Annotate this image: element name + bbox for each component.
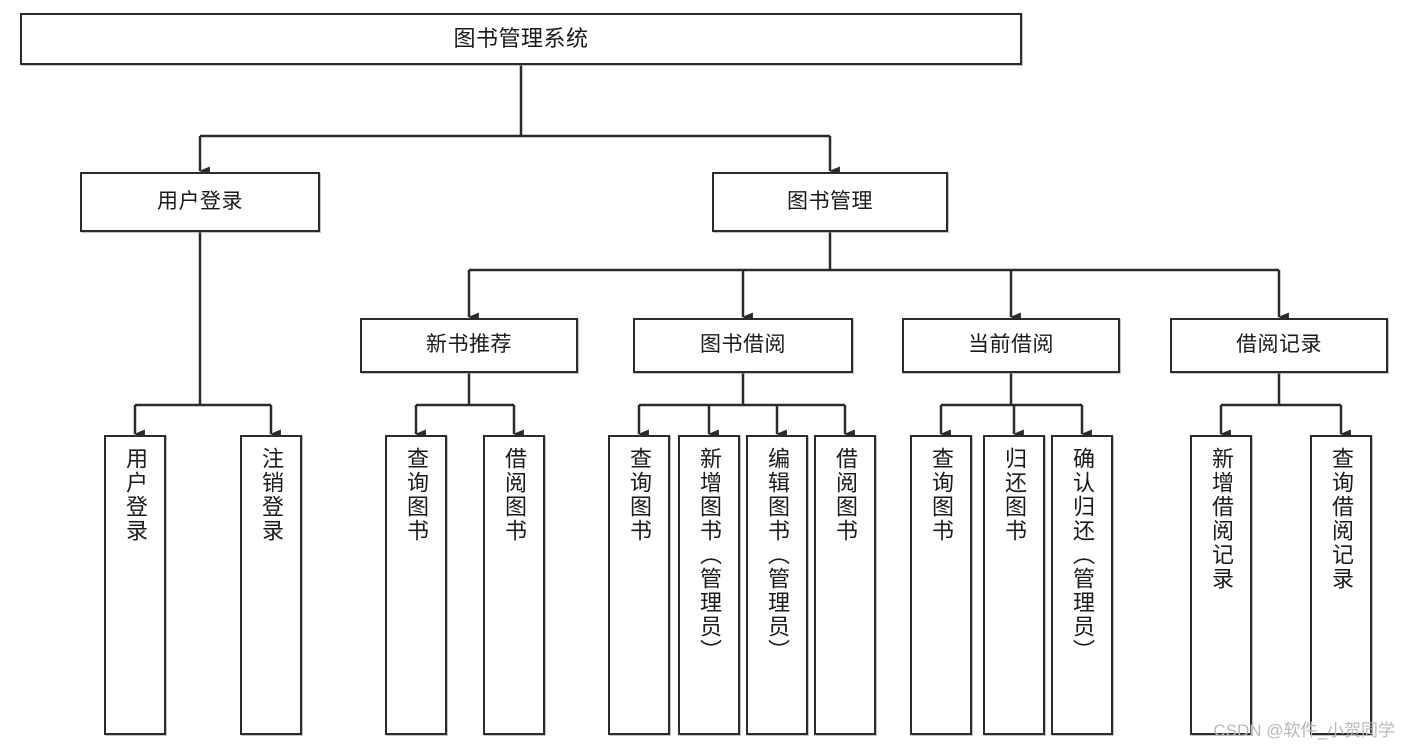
- node-leaf-login: 用户登录: [104, 435, 166, 735]
- node-leaf-q3: 查询图书: [910, 435, 972, 735]
- node-label: 借阅图书: [833, 447, 858, 543]
- node-label: 当前借阅: [968, 333, 1054, 357]
- node-borrow-record: 借阅记录: [1170, 318, 1388, 373]
- node-user-login: 用户登录: [80, 172, 320, 232]
- node-root: 图书管理系统: [20, 13, 1022, 65]
- node-label: 注销登录: [259, 447, 284, 543]
- node-leaf-edit: 编辑图书（管理员）: [746, 435, 808, 735]
- node-label: 借阅图书: [502, 447, 527, 543]
- node-label: 新增图书（管理员）: [697, 447, 722, 663]
- node-label: 图书借阅: [700, 333, 786, 357]
- node-label: 新书推荐: [426, 333, 512, 357]
- node-label: 用户登录: [123, 447, 148, 543]
- node-label: 新增借阅记录: [1209, 447, 1234, 591]
- node-leaf-b1: 借阅图书: [483, 435, 545, 735]
- node-leaf-q1: 查询图书: [385, 435, 447, 735]
- node-leaf-confirm: 确认归还（管理员）: [1051, 435, 1113, 735]
- node-leaf-q-rec: 查询借阅记录: [1310, 435, 1372, 735]
- node-leaf-logout: 注销登录: [240, 435, 302, 735]
- node-book-borrow: 图书借阅: [633, 318, 853, 373]
- node-current-borrow: 当前借阅: [902, 318, 1120, 373]
- node-label: 图书管理: [787, 189, 873, 213]
- node-label: 借阅记录: [1236, 333, 1322, 357]
- node-leaf-add: 新增图书（管理员）: [678, 435, 740, 735]
- node-book-manage: 图书管理: [712, 172, 948, 232]
- node-leaf-return: 归还图书: [983, 435, 1045, 735]
- node-label: 用户登录: [157, 189, 243, 213]
- node-label: 查询图书: [627, 447, 652, 543]
- node-label: 查询借阅记录: [1329, 447, 1354, 591]
- node-new-book-rec: 新书推荐: [360, 318, 578, 373]
- node-label: 查询图书: [929, 447, 954, 543]
- node-leaf-add-rec: 新增借阅记录: [1190, 435, 1252, 735]
- node-leaf-q2: 查询图书: [608, 435, 670, 735]
- node-label: 查询图书: [404, 447, 429, 543]
- node-label: 编辑图书（管理员）: [765, 447, 790, 663]
- node-label: 图书管理系统: [453, 26, 589, 52]
- node-label: 归还图书: [1002, 447, 1027, 543]
- node-leaf-b2: 借阅图书: [814, 435, 876, 735]
- node-label: 确认归还（管理员）: [1070, 447, 1095, 663]
